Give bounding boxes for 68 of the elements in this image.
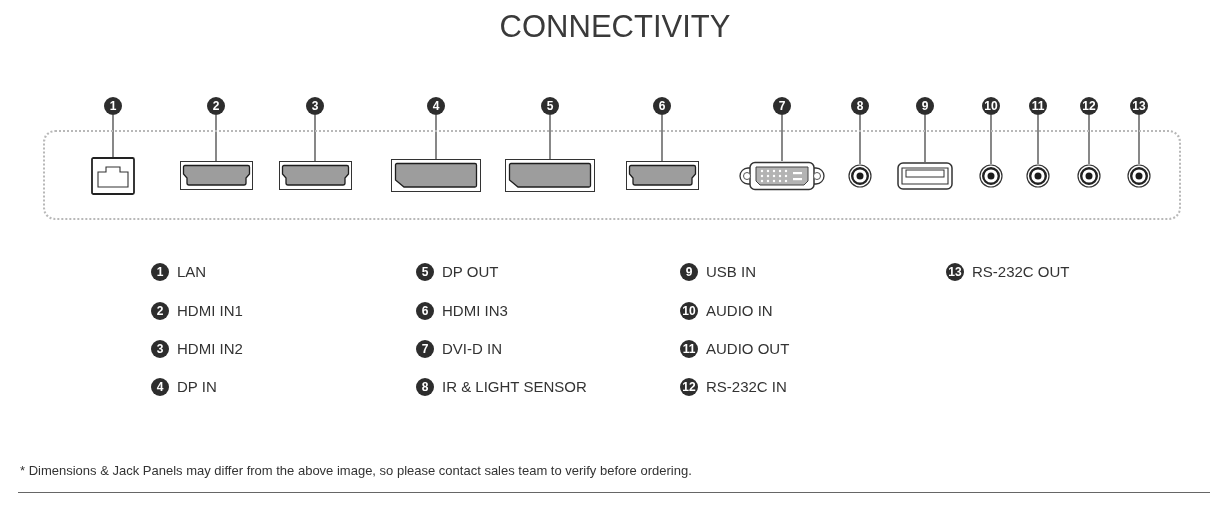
callout-number: 6 (653, 97, 671, 115)
audio-jack-icon (848, 164, 872, 188)
callout-number: 9 (680, 263, 698, 281)
callout-number: 9 (916, 97, 934, 115)
port-label: DVI-D IN (442, 340, 502, 358)
displayport-icon (505, 159, 595, 192)
callout-number: 12 (1080, 97, 1098, 115)
port-label: HDMI IN3 (442, 302, 508, 320)
title: CONNECTIVITY (499, 8, 731, 46)
usb-port-icon (897, 162, 953, 190)
port-label: HDMI IN1 (177, 302, 243, 320)
callout-number: 1 (104, 97, 122, 115)
callout-number: 7 (416, 340, 434, 358)
callout-number: 6 (416, 302, 434, 320)
callout-number: 1 (151, 263, 169, 281)
leader-line (1088, 114, 1090, 165)
port-label: RS-232C IN (706, 378, 787, 396)
footnote: * Dimensions & Jack Panels may differ from the above image, so please contact sales team to verify before ordering. (20, 462, 692, 480)
leader-line (661, 114, 663, 162)
port-label: USB IN (706, 263, 756, 281)
leader-line (112, 114, 114, 158)
callout-number: 11 (680, 340, 698, 358)
leader-line (781, 114, 783, 162)
port-label: RS-232C OUT (972, 263, 1070, 281)
port-label: LAN (177, 263, 207, 281)
leader-line (549, 114, 551, 160)
leader-line (924, 114, 926, 163)
leader-line (435, 114, 437, 160)
port-label: HDMI IN2 (177, 340, 243, 358)
leader-line (314, 114, 316, 162)
port-label: DP OUT (442, 263, 499, 281)
audio-jack-icon (1077, 164, 1101, 188)
audio-jack-icon (979, 164, 1003, 188)
callout-number: 10 (680, 302, 698, 320)
audio-jack-icon (1127, 164, 1151, 188)
callout-number: 3 (151, 340, 169, 358)
callout-number: 4 (427, 97, 445, 115)
leader-line (1138, 114, 1140, 165)
leader-line (215, 114, 217, 162)
callout-number: 8 (851, 97, 869, 115)
port-label: IR & LIGHT SENSOR (442, 378, 587, 396)
dvi-port-icon (739, 161, 825, 191)
port-label: DP IN (177, 378, 217, 396)
leader-line (859, 114, 861, 165)
audio-jack-icon (1026, 164, 1050, 188)
callout-number: 10 (982, 97, 1000, 115)
leader-line (1037, 114, 1039, 165)
port-label: AUDIO OUT (706, 340, 790, 358)
hdmi-port-icon (278, 161, 352, 190)
port-panel (43, 130, 1181, 220)
port-label: AUDIO IN (706, 302, 773, 320)
callout-number: 3 (306, 97, 324, 115)
hdmi-port-icon (179, 161, 253, 190)
callout-number: 2 (151, 302, 169, 320)
leader-line (990, 114, 992, 165)
callout-number: 7 (773, 97, 791, 115)
callout-number: 4 (151, 378, 169, 396)
hdmi-port-icon (625, 161, 699, 190)
callout-number: 8 (416, 378, 434, 396)
callout-number: 5 (416, 263, 434, 281)
callout-number: 13 (946, 263, 964, 281)
ethernet-port-icon (91, 157, 135, 195)
displayport-icon (391, 159, 481, 192)
callout-number: 5 (541, 97, 559, 115)
callout-number: 2 (207, 97, 225, 115)
callout-number: 11 (1029, 97, 1047, 115)
callout-number: 12 (680, 378, 698, 396)
callout-number: 13 (1130, 97, 1148, 115)
